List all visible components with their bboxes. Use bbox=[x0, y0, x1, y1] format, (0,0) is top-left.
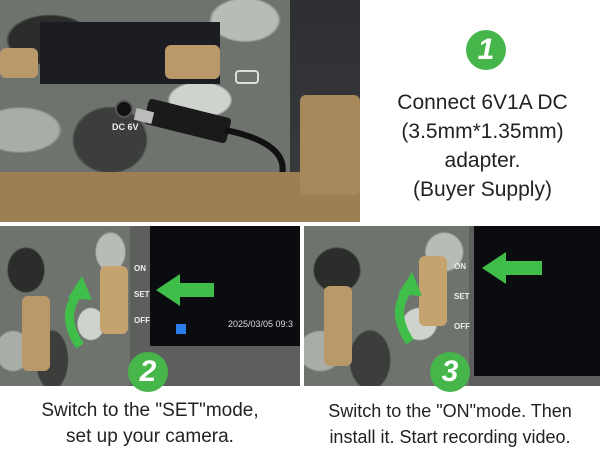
step1-line2: (3.5mm*1.35mm) bbox=[401, 120, 564, 143]
camera-latch-br bbox=[324, 286, 352, 366]
mode-switch-bl[interactable] bbox=[100, 266, 128, 334]
screen-datetime: 2025/03/05 09:3 bbox=[228, 319, 294, 329]
step2-badge: 2 bbox=[128, 352, 168, 392]
camera-latch-left bbox=[0, 48, 38, 78]
camera-latch-bl bbox=[22, 296, 50, 371]
switch-label-off: OFF bbox=[134, 316, 150, 325]
switch-label-on-br: ON bbox=[454, 262, 466, 271]
sd-card-icon bbox=[176, 324, 186, 334]
slide-up-arrow-icon bbox=[65, 276, 92, 349]
step3-line1: Switch to the "ON"mode. Then bbox=[328, 401, 572, 421]
slide-up-arrow-icon-br bbox=[395, 272, 422, 345]
camera-latch bbox=[165, 45, 220, 79]
step1-line4: (Buyer Supply) bbox=[413, 178, 552, 201]
top-photo-dc-connection: DC 6V bbox=[0, 0, 360, 222]
mode-switch-br[interactable] bbox=[419, 256, 447, 326]
step1-line3: adapter. bbox=[444, 149, 521, 172]
step3-caption: Switch to the "ON"mode. Then install it.… bbox=[300, 398, 600, 450]
step1-caption: Connect 6V1A DC (3.5mm*1.35mm) adapter. … bbox=[370, 88, 595, 204]
usb-icon bbox=[235, 70, 259, 84]
pointer-arrow-icon-br bbox=[482, 252, 542, 284]
step3-badge: 3 bbox=[430, 352, 470, 392]
step2-caption: Switch to the "SET"mode, set up your cam… bbox=[0, 398, 300, 450]
switch-label-set-br: SET bbox=[454, 292, 470, 301]
switch-label-set: SET bbox=[134, 290, 150, 299]
switch-label-off-br: OFF bbox=[454, 322, 470, 331]
pointer-arrow-icon bbox=[156, 274, 214, 306]
switch-label-on: ON bbox=[134, 264, 146, 273]
step3-line2: install it. Start recording video. bbox=[329, 427, 571, 447]
camera-side-mount bbox=[300, 95, 360, 195]
step1-line1: Connect 6V1A DC bbox=[397, 91, 568, 114]
step2-line2: set up your camera. bbox=[66, 426, 234, 447]
dc-port bbox=[115, 100, 133, 118]
step2-line1: Switch to the "SET"mode, bbox=[41, 400, 259, 421]
step1-badge: 1 bbox=[466, 30, 506, 70]
camera-screen-br bbox=[474, 226, 600, 376]
dc-port-label: DC 6V bbox=[112, 122, 139, 132]
